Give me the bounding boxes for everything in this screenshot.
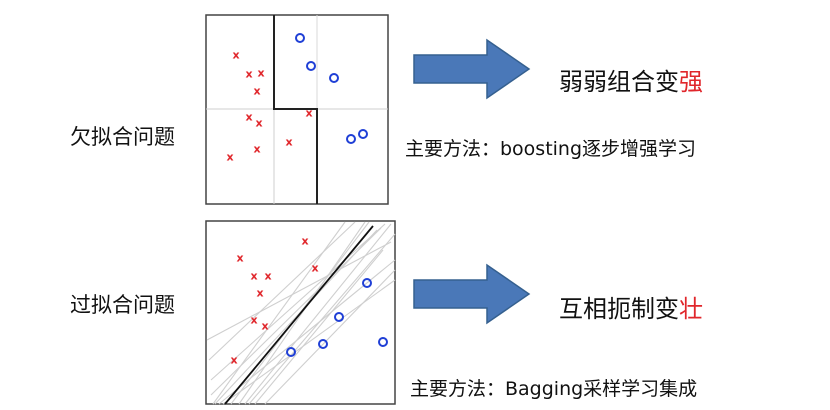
bagging-model-line [218, 259, 396, 405]
circle-marker [318, 339, 328, 349]
cross-marker: x [232, 49, 239, 62]
bagging-model-line [264, 269, 396, 405]
bagging-model-line [210, 223, 386, 381]
bagging-model-line [208, 221, 356, 361]
boosting-outcome-text: 弱弱组合变 [559, 68, 679, 96]
cross-marker: x [261, 320, 268, 333]
circle-marker [346, 134, 356, 144]
circle-marker [329, 73, 339, 83]
boosting-method-text: 主要方法：boosting逐步增强学习 [405, 138, 697, 160]
circle-marker [306, 61, 316, 71]
cross-marker: x [305, 107, 312, 120]
bagging-outcome-text: 互相扼制变 [559, 295, 679, 323]
boosting-outcome-highlight: 强 [679, 68, 703, 96]
cross-marker: x [250, 270, 257, 283]
bagging-model-line [206, 241, 392, 341]
overfitting-label: 过拟合问题 [70, 293, 175, 317]
circle-marker [286, 347, 296, 357]
underfitting-label: 欠拟合问题 [70, 125, 175, 149]
cross-marker: x [264, 270, 271, 283]
circle-marker [358, 129, 368, 139]
overfitting-circle-markers [286, 278, 388, 357]
boosting-outcome-title: 弱弱组合变强 [559, 62, 703, 97]
bagging-outcome-highlight: 壮 [679, 295, 703, 323]
bagging-model-line [244, 223, 392, 405]
cross-marker: x [236, 252, 243, 265]
ensemble-decision-line [224, 225, 374, 405]
cross-marker: x [257, 67, 264, 80]
bagging-outcome-title: 互相扼制变壮 [559, 289, 703, 324]
bagging-model-line [238, 221, 366, 405]
bagging-model-line [212, 221, 346, 405]
cross-marker: x [245, 68, 252, 81]
cross-marker: x [256, 287, 263, 300]
cross-marker: x [285, 136, 292, 149]
circle-marker [362, 278, 372, 288]
bagging-model-line [214, 229, 378, 405]
cross-marker: x [226, 151, 233, 164]
cross-marker: x [250, 314, 257, 327]
cross-marker: x [230, 354, 237, 367]
cross-marker: x [301, 235, 308, 248]
cross-marker: x [253, 85, 260, 98]
cross-marker: x [245, 111, 252, 124]
circle-marker [295, 33, 305, 43]
arrow-right-icon [413, 38, 531, 100]
underfitting-circle-markers [295, 33, 368, 144]
bagging-method-text: 主要方法：Bagging采样学习集成 [410, 378, 698, 400]
bagging-model-line [254, 249, 384, 405]
bagging-model-lines [206, 221, 396, 405]
circle-marker [378, 337, 388, 347]
bagging-model-line [248, 233, 396, 405]
bagging-model-line [222, 279, 396, 405]
cross-marker: x [311, 262, 318, 275]
cross-marker: x [255, 117, 262, 130]
circle-marker [334, 312, 344, 322]
arrow-right-icon [413, 263, 531, 325]
cross-marker: x [253, 143, 260, 156]
